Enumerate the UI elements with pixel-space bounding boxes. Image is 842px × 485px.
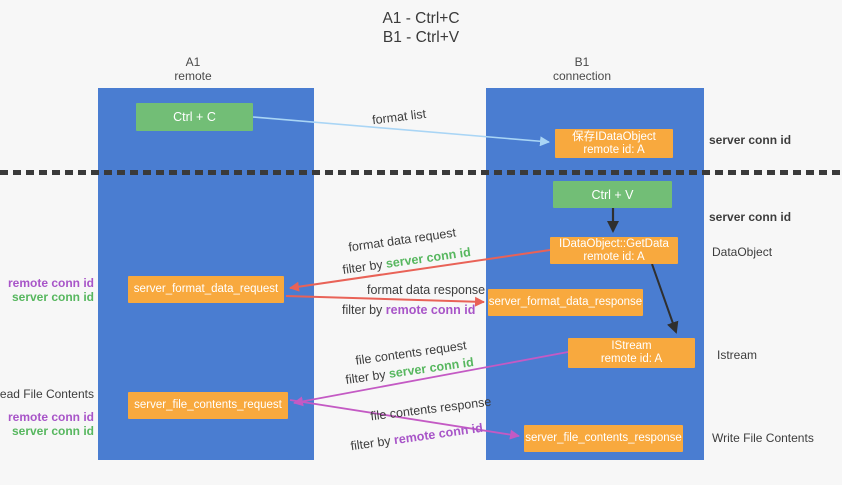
filter-by-text: filter by	[342, 303, 386, 317]
node-getdata-line2: remote id: A	[583, 250, 645, 263]
remote-conn-id-label: remote conn id	[7, 410, 94, 424]
column-a-header: A1 remote	[133, 55, 253, 83]
remote-conn-id-label: remote conn id	[7, 276, 94, 290]
file-contents-response-arrow	[289, 399, 520, 440]
column-a-subtitle: remote	[174, 69, 212, 83]
dataobject-label: DataObject	[712, 245, 773, 259]
node-istream-line1: IStream	[611, 340, 652, 352]
server-conn-id-label-top: server conn id	[709, 133, 792, 147]
column-a-title: A1	[185, 55, 201, 69]
write-file-contents-label: Write File Contents	[712, 431, 814, 445]
node-server-format-data-request: server_format_data_request	[128, 276, 284, 303]
node-server-file-contents-response-label: server_file_contents_response	[525, 432, 682, 444]
node-server-format-data-request-label: server_format_data_request	[133, 283, 279, 295]
node-getdata-line1: IDataObject::GetData	[559, 237, 669, 250]
node-server-format-data-response: server_format_data_response	[488, 289, 643, 316]
column-b-header: B1 connection	[522, 55, 642, 83]
title-line-1: A1 - Ctrl+C	[382, 10, 460, 27]
server-conn-id-label: server conn id	[11, 424, 94, 438]
server-conn-id-label: server conn id	[11, 290, 94, 304]
node-istream-line2: remote id: A	[600, 353, 663, 365]
format-data-response-arrow	[285, 295, 485, 307]
node-ctrl-c: Ctrl + C	[136, 103, 253, 131]
format-data-response-filter-label: filter by remote conn id	[342, 303, 475, 317]
machine-boundary-dashed-line	[0, 170, 842, 175]
getdata-to-istream-arrow	[651, 263, 679, 334]
node-server-file-contents-response: server_file_contents_response	[524, 425, 683, 452]
node-save-idataobject-line1: 保存IDataObject	[572, 130, 656, 143]
node-istream: IStream remote id: A	[568, 338, 695, 368]
remote-conn-id-text: remote conn id	[385, 303, 476, 317]
istream-label: Istream	[717, 348, 758, 362]
node-ctrl-v-label: Ctrl + V	[591, 187, 634, 202]
format-data-response-label: format data response	[367, 283, 486, 297]
column-b-subtitle: connection	[552, 69, 612, 83]
title-line-2: B1 - Ctrl+V	[382, 29, 460, 46]
format-list-arrow	[252, 116, 550, 147]
node-server-format-data-response-label: server_format_data_response	[488, 296, 643, 308]
node-server-file-contents-request: server_file_contents_request	[128, 392, 288, 419]
node-ctrl-v: Ctrl + V	[553, 181, 672, 208]
read-file-contents-label: Read File Contents	[0, 387, 94, 401]
node-ctrl-c-label: Ctrl + C	[173, 110, 216, 124]
file-contents-request-arrow	[293, 351, 569, 407]
diagram-title: A1 - Ctrl+C B1 - Ctrl+V	[0, 9, 842, 47]
left-file-conn-ids: remote conn id server conn id	[8, 410, 94, 438]
column-b-title: B1	[574, 55, 590, 69]
node-save-idataobject: 保存IDataObject remote id: A	[555, 129, 673, 158]
node-idataobject-getdata: IDataObject::GetData remote id: A	[550, 237, 678, 264]
format-data-request-arrow	[289, 249, 551, 292]
left-format-conn-ids: remote conn id server conn id	[8, 276, 94, 304]
server-conn-id-label-mid: server conn id	[709, 210, 792, 224]
node-save-idataobject-line2: remote id: A	[583, 143, 645, 156]
node-server-file-contents-request-label: server_file_contents_request	[134, 399, 282, 411]
